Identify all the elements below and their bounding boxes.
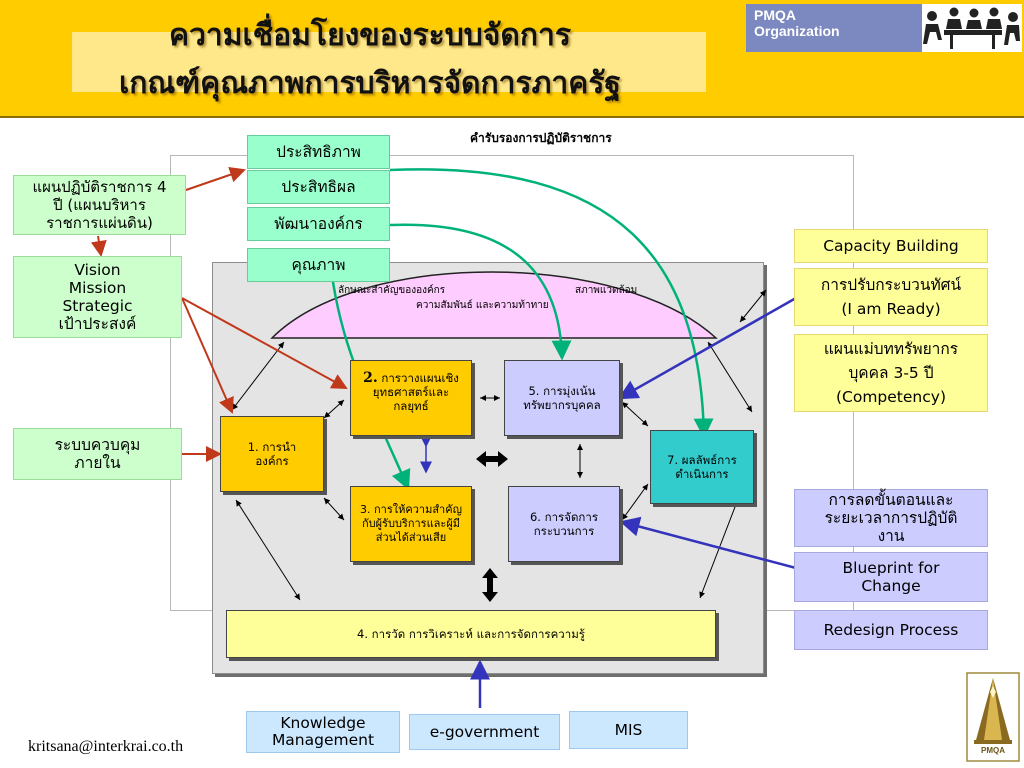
pmqa-logo: PMQA (966, 672, 1020, 762)
box-hr-master-plan: แผนแม่บททรัพยากร บุคคล 3-5 ปี (Competenc… (794, 334, 988, 412)
mission-line: Mission (68, 279, 127, 297)
node-strategic-planning: 2. การวางแผนเชิงยุทธศาสตร์และกลยุทธ์ (350, 360, 472, 436)
box-government-plan: แผนปฏิบัติราชการ 4 ปี (แผนบริหารราชการแผ… (13, 175, 186, 235)
vertical-double-arrow (482, 568, 498, 602)
arch-label-relations: ความสัมพันธ์ และความท้าทาย (416, 300, 549, 311)
node-hr-focus: 5. การมุ่งเน้นทรัพยากรบุคคล (504, 360, 620, 436)
vision-line: Vision (74, 261, 121, 279)
approval-label: คำรับรองการปฏิบัติราชการ (470, 131, 612, 145)
title-line-1: ความเชื่อมโยงของระบบจัดการ (169, 18, 571, 53)
box-vision-mission: Vision Mission Strategic เป้าประสงค์ (13, 256, 182, 338)
box-reduce-steps: การลดขั้นตอนและระยะเวลาการปฏิบัติงาน (794, 489, 988, 547)
node-results: 7. ผลลัพธ์การดำเนินการ (650, 430, 754, 504)
box-org-development: พัฒนาองค์กร (247, 207, 390, 241)
box-effectiveness: ประสิทธิผล (247, 170, 390, 204)
box-capacity-building: Capacity Building (794, 229, 988, 263)
mindset-line-2: (I am Ready) (841, 300, 941, 318)
center-double-arrow (476, 451, 508, 467)
node-strategic-planning-number: 2. (363, 370, 378, 386)
hr-plan-line-1: แผนแม่บททรัพยากร (823, 340, 959, 358)
node-process-management: 6. การจัดการกระบวนการ (508, 486, 620, 562)
brand-box: PMQA Organization (746, 4, 922, 52)
box-quality: คุณภาพ (247, 248, 390, 282)
box-e-government: e-government (409, 714, 560, 750)
box-knowledge-management: Knowledge Management (246, 711, 400, 753)
strategic-line: Strategic (62, 297, 133, 315)
box-redesign-process: Redesign Process (794, 610, 988, 650)
org-profile-arch (270, 271, 718, 339)
goal-line: เป้าประสงค์ (58, 315, 137, 333)
box-efficiency: ประสิทธิภาพ (247, 135, 390, 169)
arch-label-org-profile: ลักษณะสำคัญขององค์กร (338, 285, 446, 296)
hr-plan-line-2: บุคคล 3-5 ปี (848, 364, 934, 382)
node-leadership: 1. การนำองค์กร (220, 416, 324, 492)
footer-email: kritsana@interkrai.co.th (28, 738, 184, 755)
title-line-2: เกณฑ์คุณภาพการบริหารจัดการภาครัฐ (118, 66, 621, 101)
title-band (72, 32, 706, 92)
hr-plan-line-3: (Competency) (835, 388, 946, 406)
node-customer-focus: 3. การให้ความสำคัญกับผู้รับบริการและผู้ม… (350, 486, 472, 562)
mindset-line-1: การปรับกระบวนทัศน์ (820, 276, 962, 294)
box-mindset: การปรับกระบวนทัศน์ (I am Ready) (794, 268, 988, 326)
node-measurement-knowledge: 4. การวัด การวิเคราะห์ และการจัดการความร… (226, 610, 716, 658)
pmqa-logo-text: PMQA (981, 746, 1005, 755)
business-people-icon (922, 4, 1022, 52)
node-strategic-planning-label: การวางแผนเชิงยุทธศาสตร์และกลยุทธ์ (372, 371, 459, 413)
brand-line-2: Organization (754, 23, 840, 39)
header-divider (0, 116, 1024, 118)
arch-label-environment: สภาพแวดล้อม (575, 285, 638, 296)
brand-line-1: PMQA (754, 7, 796, 23)
box-mis: MIS (569, 711, 688, 749)
box-blueprint-for-change: Blueprint for Change (794, 552, 988, 602)
box-internal-control: ระบบควบคุมภายใน (13, 428, 182, 480)
